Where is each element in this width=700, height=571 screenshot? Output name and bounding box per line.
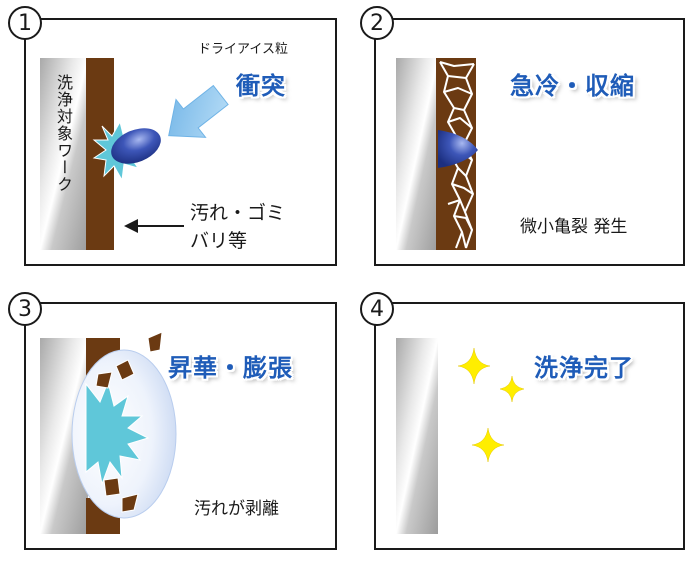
panel-3-title: 昇華・膨張 xyxy=(168,354,293,382)
step-number-2: 2 xyxy=(360,6,394,40)
dirt-fragment xyxy=(147,331,163,353)
panel-3-caption: 汚れが剥離 xyxy=(194,499,279,519)
dirt-label-line1: 汚れ・ゴミ xyxy=(190,202,286,224)
panel-2-caption: 微小亀裂 発生 xyxy=(520,217,628,237)
dirt-fragment xyxy=(103,477,121,497)
workpiece-label: 洗浄対象ワーク xyxy=(54,74,73,193)
sparkle-icon xyxy=(457,347,491,385)
impact-direction-arrow xyxy=(168,84,229,138)
workpiece-surface xyxy=(396,58,438,250)
panel-4-illustration xyxy=(396,338,525,534)
dirt-fragment xyxy=(95,371,113,389)
step-number-1: 1 xyxy=(8,6,42,40)
sparkle-icon xyxy=(499,375,525,403)
panel-1-illustration xyxy=(40,58,229,250)
panel-2-illustration xyxy=(396,58,478,250)
expansion-burst xyxy=(85,380,150,486)
dry-ice-particle xyxy=(111,128,161,164)
flattened-dry-ice-particle xyxy=(438,130,478,168)
dirt-label-line2: バリ等 xyxy=(190,230,248,252)
dirt-fragment xyxy=(121,493,139,513)
step-number-3: 3 xyxy=(8,292,42,326)
micro-cracks xyxy=(439,61,475,249)
panel-1-title: 衝突 xyxy=(236,72,286,100)
dry-ice-particle-label: ドライアイス粒 xyxy=(198,42,288,57)
sparkle-icon xyxy=(471,427,505,463)
panel-2-title: 急冷・収縮 xyxy=(510,72,635,100)
workpiece-surface xyxy=(40,58,88,250)
dirt-pointer-arrow xyxy=(124,219,184,233)
panel-3-illustration xyxy=(40,331,177,534)
step-number-4: 4 xyxy=(360,292,394,326)
clean-workpiece-surface xyxy=(396,338,438,534)
panel-4-title: 洗浄完了 xyxy=(534,354,634,382)
dirt-fragment xyxy=(115,359,135,381)
